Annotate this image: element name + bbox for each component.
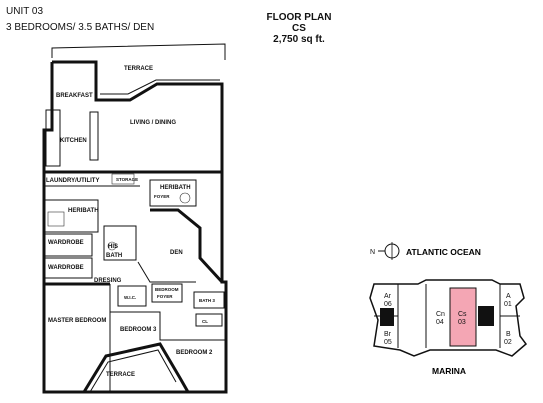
label-storage: STORAGE <box>116 177 138 182</box>
kitchen-island <box>89 111 99 161</box>
label-heribath-left: HERIBATH <box>68 208 99 214</box>
label-foyer: FOYER <box>154 194 170 199</box>
label-his-bath-1: HIS <box>108 244 118 250</box>
key-unit-br-code: Br <box>384 331 392 338</box>
core-right <box>478 306 494 326</box>
key-plan: N ATLANTIC OCEAN Ar 06 Br 05 Cn 04 Cs 03… <box>369 242 528 376</box>
unit-highlight-cs <box>449 287 477 347</box>
label-breakfast: BREAKFAST <box>56 93 93 99</box>
bedroom-foyer-box <box>151 283 183 303</box>
label-kitchen: KITCHEN <box>60 138 87 144</box>
key-unit-b-num: 02 <box>504 339 512 346</box>
living-outer-wall <box>52 60 224 172</box>
label-bedroom-foyer-1: BEDROOM <box>155 287 179 292</box>
label-bedroom3: BEDROOM 3 <box>120 327 157 333</box>
label-terrace-bottom: TERRACE <box>106 372 135 378</box>
kitchen-counter <box>45 109 61 167</box>
core-left <box>380 308 394 326</box>
label-his-bath-2: BATH <box>106 253 122 259</box>
terrace-glass-line <box>100 79 220 95</box>
terrace-bottom-glass <box>89 349 177 393</box>
label-bedroom2: BEDROOM 2 <box>176 350 213 356</box>
label-den: DEN <box>170 250 183 256</box>
key-unit-cn-code: Cn <box>436 311 445 318</box>
his-bath-box <box>103 225 137 261</box>
key-unit-a-num: 01 <box>504 301 512 308</box>
north-label: N <box>370 249 375 256</box>
label-terrace-top: TERRACE <box>124 66 153 72</box>
unit-description: 3 BEDROOMS/ 3.5 BATHS/ DEN <box>6 22 155 33</box>
label-bath3: BATH 3 <box>199 298 215 303</box>
label-dresing: DRESING <box>94 278 122 284</box>
his-bath-fixture <box>107 241 117 251</box>
key-unit-cs-num: 03 <box>458 319 466 326</box>
bath3-box <box>193 291 225 309</box>
plan-heading: FLOOR PLAN CS 2,750 sq ft. <box>254 12 344 45</box>
wardrobe-2-box <box>43 257 93 279</box>
label-living-dining: LIVING / DINING <box>130 120 176 126</box>
key-unit-cn-num: 04 <box>436 319 444 326</box>
terrace-top-outline <box>51 43 226 60</box>
label-master-bedroom: MASTER BEDROOM <box>48 318 106 324</box>
plan-area: 2,750 sq ft. <box>273 34 325 45</box>
key-unit-br-num: 05 <box>384 339 392 346</box>
left-outer-wall <box>42 62 110 394</box>
heribath-fixture <box>179 192 191 204</box>
label-wic: W.I.C. <box>124 295 136 300</box>
cl-box <box>195 313 223 327</box>
plan-title: FLOOR PLAN <box>266 12 332 23</box>
marina-label: MARINA <box>432 366 466 376</box>
plan-code: CS <box>292 23 306 34</box>
building-outline <box>369 279 528 357</box>
label-wardrobe-2: WARDROBE <box>48 265 84 271</box>
den-wall <box>150 208 224 284</box>
label-heribath-right: HERIBATH <box>160 185 191 191</box>
key-unit-b-code: B <box>506 331 511 338</box>
storage-box <box>111 173 135 185</box>
key-unit-ar-num: 06 <box>384 301 392 308</box>
bath-tub <box>47 211 65 227</box>
wardrobe-1-box <box>43 233 93 257</box>
heribath-left-box <box>43 199 99 233</box>
key-unit-ar-code: Ar <box>384 293 392 300</box>
heribath-right-box <box>149 179 197 207</box>
terrace-bottom-outline <box>82 342 190 393</box>
key-unit-a-code: A <box>506 293 511 300</box>
label-bedroom-foyer-2: FOYER <box>157 294 173 299</box>
label-wardrobe-1: WARDROBE <box>48 240 84 246</box>
den-diagonal <box>137 261 196 283</box>
bedroom-divider <box>110 311 226 341</box>
unit-number: UNIT 03 <box>6 6 44 17</box>
ocean-label: ATLANTIC OCEAN <box>406 247 481 257</box>
label-laundry-utility: LAUNDRY/UTILITY <box>46 178 99 184</box>
wic-box <box>117 285 147 307</box>
label-cl: CL <box>202 319 208 324</box>
key-unit-cs-code: Cs <box>458 311 467 318</box>
